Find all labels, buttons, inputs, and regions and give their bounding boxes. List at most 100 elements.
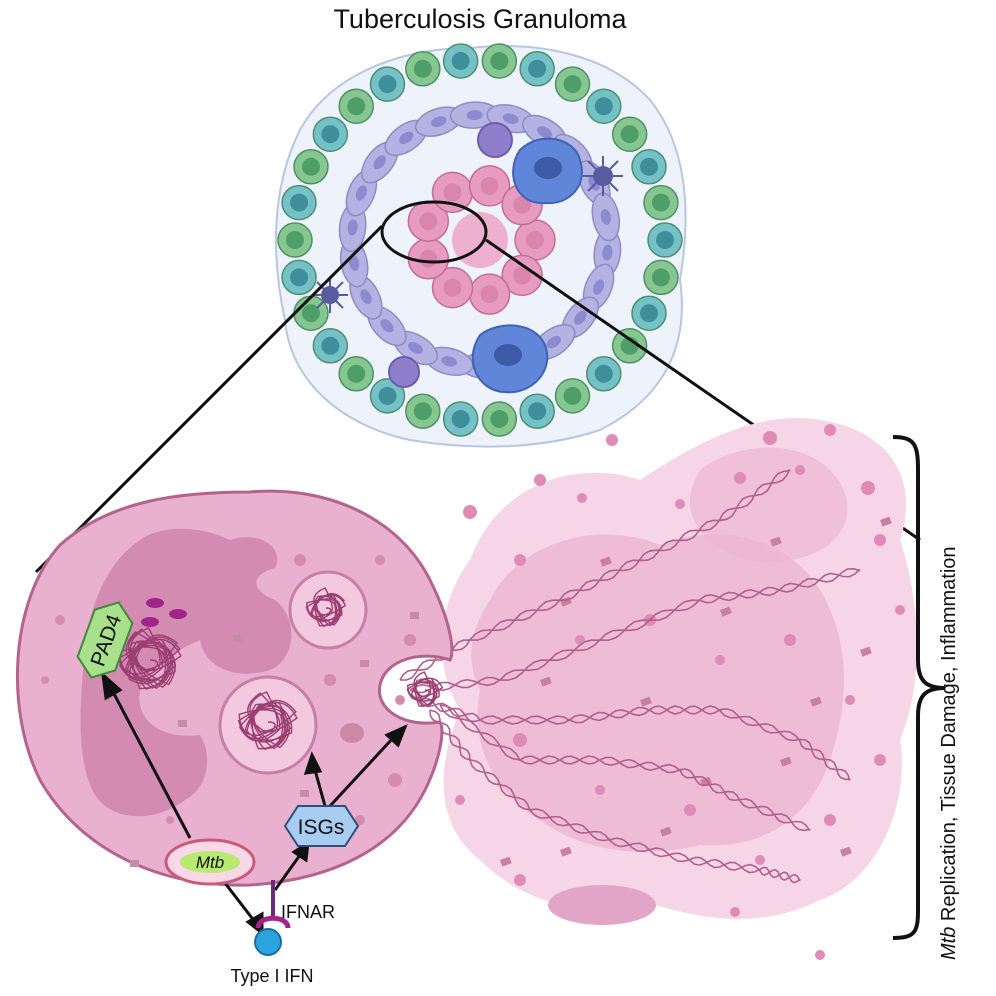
neutrophil-cell: [15, 489, 454, 887]
macrophage-nucleus: [347, 219, 358, 236]
lymphocyte-nucleus: [378, 75, 397, 94]
dna-strand: [419, 699, 851, 781]
mtb-node: Mtb: [164, 838, 256, 886]
macrophage-nucleus: [534, 157, 562, 179]
arrow-mtb-to-pad4: [110, 689, 192, 839]
dna-strand: [439, 704, 811, 832]
cell-granule: [395, 695, 405, 705]
macrophage-nucleus: [399, 131, 414, 144]
net-dot: [730, 907, 740, 917]
cell-granule: [294, 554, 306, 566]
histone: [141, 617, 159, 627]
ifnar-receptor: IFNAR: [255, 880, 335, 929]
dna-strand: [399, 469, 791, 681]
outcome-bracket: [892, 435, 946, 940]
dna-strand: [399, 469, 791, 681]
net-protein: [540, 676, 552, 687]
lymphocyte-nucleus: [651, 193, 670, 212]
ifnar-cup: [255, 915, 291, 929]
arrow-mtb-to-ifn: [223, 882, 257, 923]
net-region: [399, 418, 917, 960]
net-protein: [769, 536, 782, 547]
lymphocyte-nucleus: [413, 402, 432, 421]
macrophage-nucleus: [600, 209, 611, 225]
net-dot: [895, 605, 905, 615]
net-protein: [560, 846, 572, 857]
macrophage-nucleus: [430, 116, 447, 128]
outcome-label: Mtb Replication, Tissue Damage, Inflamma…: [938, 400, 961, 960]
dendritic-cell: [312, 277, 348, 313]
arrowhead: [100, 671, 123, 701]
dna-strand: [429, 709, 801, 884]
arrowhead: [303, 751, 323, 775]
lymphocyte-nucleus: [347, 364, 366, 383]
lymphocyte-nucleus: [490, 410, 509, 429]
macrophage-nucleus: [349, 255, 360, 271]
lymphocyte-nucleus: [651, 268, 670, 287]
net-dot: [595, 785, 605, 795]
lymphocyte-nucleus: [413, 59, 432, 78]
lymphocyte-nucleus: [594, 97, 613, 116]
outcome-text: Replication, Tissue Damage, Inflammation: [938, 546, 960, 927]
lymphocyte-nucleus: [594, 364, 613, 383]
net-protein: [719, 606, 732, 617]
net-cloud-dark: [471, 534, 844, 852]
cell-protein: [130, 860, 139, 867]
cell-protein: [360, 660, 369, 667]
cell-protein: [178, 720, 187, 727]
macrophage-nucleus: [494, 344, 522, 366]
lymphocyte-nucleus: [640, 304, 659, 323]
cell-protein: [233, 635, 242, 642]
net-dot: [784, 634, 796, 646]
net-dot: [845, 695, 855, 705]
mtb-bacterium: [180, 851, 240, 873]
dna-strand: [419, 697, 851, 781]
net-dot: [763, 431, 777, 445]
type1-ifn-ligand: [254, 928, 282, 956]
lymphocyte-nucleus: [301, 157, 320, 176]
net-protein: [780, 756, 792, 767]
arrow-ifnar-to-isgs: [273, 854, 302, 891]
lymphocyte-nucleus: [528, 402, 547, 421]
lymphocyte-nucleus: [563, 75, 582, 94]
isgs-node: ISGs: [283, 805, 360, 847]
net-dot: [861, 481, 875, 495]
lymphocyte-nucleus: [286, 231, 304, 249]
lymphocyte-ring: [277, 43, 683, 437]
core-neutrophil-nucleus: [513, 266, 532, 285]
net-dot: [755, 855, 765, 865]
cell-granule: [41, 676, 49, 684]
outcome-mtb: Mtb: [938, 926, 960, 960]
pad4-hexagon: [76, 601, 134, 679]
net-dot: [514, 874, 526, 886]
net-protein: [500, 856, 512, 867]
lymphocyte-nucleus: [290, 268, 309, 287]
core-neutrophil-nucleus: [419, 249, 438, 268]
lymphocyte-nucleus: [490, 51, 509, 70]
cell-nucleus: [80, 528, 292, 817]
net-dot: [715, 655, 725, 665]
arrowhead: [291, 840, 310, 863]
type1-ifn-label: Type I IFN: [230, 966, 313, 986]
pad4-node: PAD4: [76, 601, 134, 679]
dna-strands: [399, 469, 861, 884]
cell-granule: [404, 634, 416, 646]
arrowhead: [384, 724, 408, 748]
net-protein: [600, 556, 612, 567]
macrophage-nucleus: [360, 289, 372, 305]
lymphocyte-nucleus: [321, 336, 340, 355]
histone: [146, 598, 164, 608]
core-neutrophil-nucleus: [526, 231, 544, 249]
macrophage-nucleus: [408, 342, 423, 354]
net-dot: [463, 505, 477, 519]
lymphocyte-nucleus: [451, 51, 470, 70]
net-dot: [455, 795, 465, 805]
vesicle-dna: [237, 691, 298, 750]
macrophage-nucleus: [537, 126, 552, 138]
core-neutrophil-nucleus: [419, 212, 438, 231]
cell-granule: [55, 615, 65, 625]
arrow-isgs-to-vesicle: [313, 769, 327, 807]
net-dot: [824, 814, 836, 826]
dendritic-cell: [583, 156, 623, 196]
